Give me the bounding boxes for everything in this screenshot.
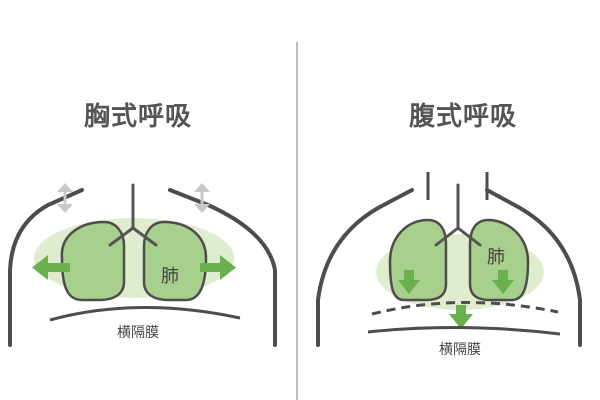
- left-lung-label: 肺: [161, 266, 179, 287]
- left-lung-left: [60, 220, 126, 302]
- right-diaphragm-previous: [371, 301, 559, 316]
- right-lung-down-arrow-2: [492, 270, 514, 294]
- left-body-outline-right: [168, 188, 277, 347]
- left-lung-right: [142, 220, 208, 302]
- right-trachea: [434, 183, 482, 247]
- right-diaphragm-label: 横隔膜: [439, 342, 481, 358]
- right-diaphragm: [367, 325, 561, 336]
- title-abdominal-breathing: 腹式呼吸: [408, 102, 517, 132]
- left-body-outline-left: [8, 188, 84, 347]
- right-lung-down-arrow-1: [398, 270, 420, 294]
- left-shoulder-arrow-1: [57, 183, 73, 213]
- title-chest-breathing: 胸式呼吸: [83, 102, 192, 132]
- left-expand-arrow-right: [200, 255, 236, 280]
- left-panel: 肺 横隔膜: [8, 183, 277, 347]
- left-diaphragm-label: 横隔膜: [117, 325, 159, 341]
- left-expand-arrow-left: [32, 255, 70, 280]
- left-trachea: [108, 183, 158, 247]
- right-body-outline-left: [316, 188, 414, 347]
- right-lung-left: [388, 218, 448, 302]
- right-panel: 肺 横隔膜: [316, 172, 582, 358]
- right-lung-label: 肺: [487, 247, 505, 268]
- left-diaphragm: [49, 306, 241, 322]
- left-shoulder-arrow-2: [194, 183, 210, 213]
- right-body-outline-right: [485, 188, 582, 347]
- right-diaphragm-down-arrow: [449, 305, 473, 329]
